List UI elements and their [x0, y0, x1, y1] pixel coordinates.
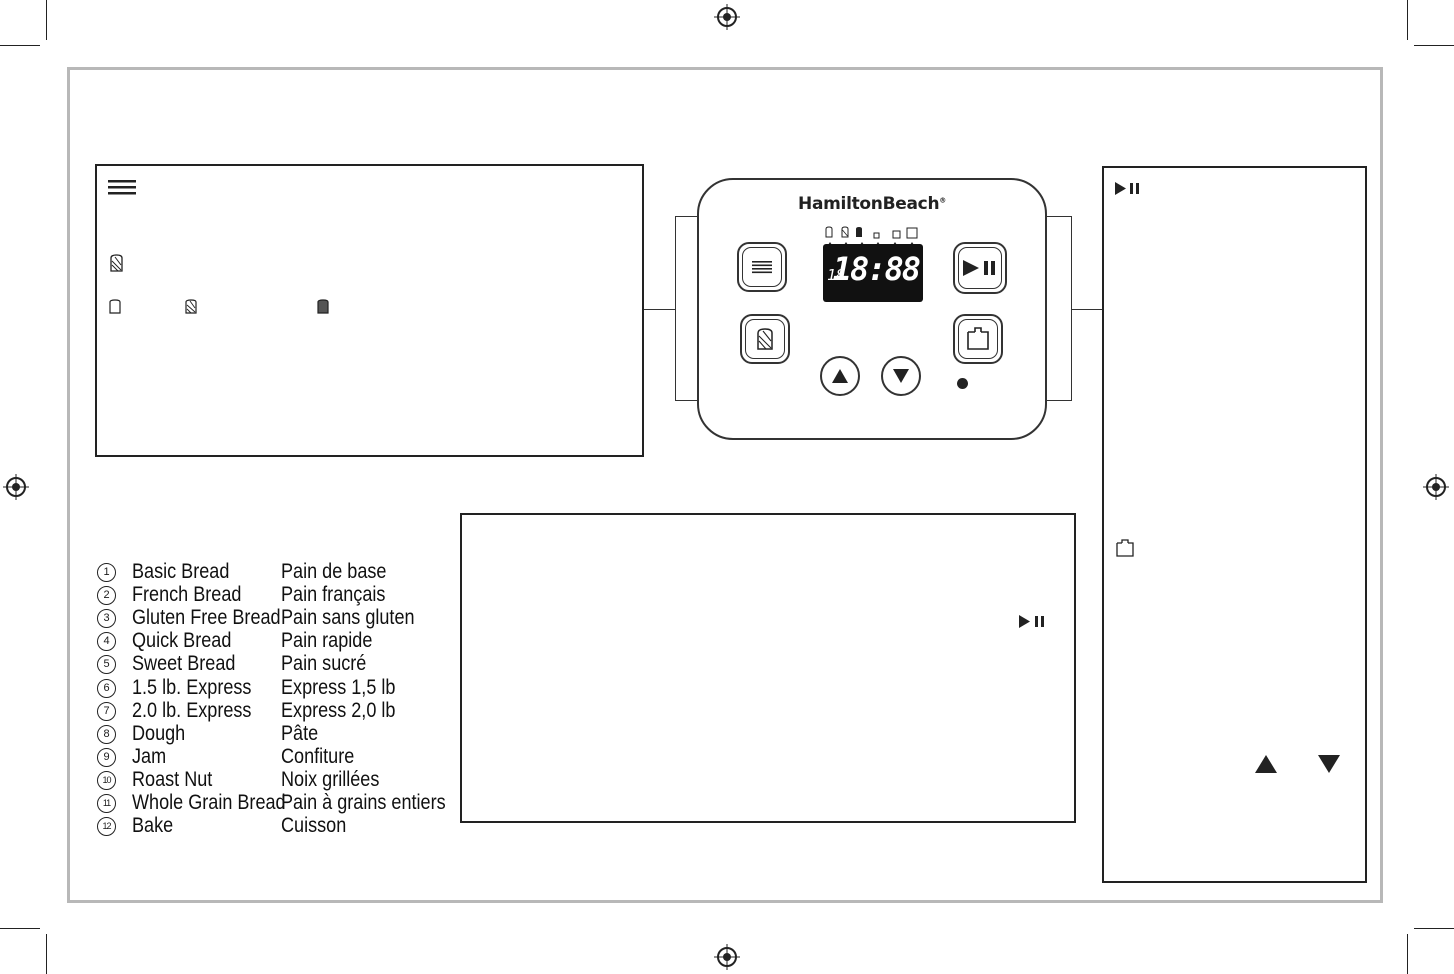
program-name-en: 1.5 lb. Express	[132, 675, 252, 699]
registration-mark-icon	[1423, 474, 1449, 500]
up-arrow-icon	[1255, 755, 1277, 773]
crop-mark	[0, 928, 40, 929]
callout-line	[644, 309, 676, 310]
program-name-en: Whole Grain Bread	[132, 791, 286, 814]
down-arrow-icon	[893, 369, 909, 383]
callout-line	[1047, 216, 1072, 217]
page-frame	[67, 67, 1383, 903]
light-crust-icon	[109, 299, 121, 314]
crust-shade-icon	[110, 254, 123, 272]
up-button[interactable]	[820, 356, 860, 396]
crop-mark	[46, 934, 47, 974]
program-name-fr: Cuisson	[281, 814, 347, 838]
control-panel: HamiltonBeach® 18 18:88	[697, 178, 1047, 440]
up-arrow-icon	[832, 369, 848, 383]
lcd-display: 18 18:88	[823, 244, 923, 302]
program-name-en: Basic Bread	[132, 560, 230, 583]
medium-crust-icon	[185, 299, 197, 314]
registration-mark-icon	[714, 944, 740, 970]
loaf-size-icon	[1116, 539, 1134, 557]
program-number-readout: 18	[827, 266, 846, 284]
play-pause-icon	[963, 260, 995, 276]
callout-line	[1071, 216, 1072, 401]
time-readout: 18:88	[832, 250, 921, 288]
loaf-size-button[interactable]	[953, 314, 1003, 364]
start-loaf-description-box	[1102, 166, 1367, 883]
program-name-fr: Confiture	[281, 744, 355, 768]
delay-description-box	[460, 513, 1076, 823]
program-name-en: Gluten Free Bread	[132, 606, 281, 630]
program-name-en: Bake	[132, 814, 174, 838]
program-number: 6	[97, 678, 116, 698]
medium-loaf-icon	[892, 230, 901, 239]
crop-mark	[0, 45, 40, 46]
registration-mark-icon	[714, 4, 740, 30]
crop-mark	[1414, 928, 1454, 929]
crop-mark	[1407, 0, 1408, 40]
start-pause-button[interactable]	[953, 242, 1007, 294]
program-name-fr: Pain français	[281, 583, 386, 607]
program-name-en: 2.0 lb. Express	[132, 698, 252, 722]
light-crust-icon	[825, 226, 833, 238]
program-name-en: Roast Nut	[132, 767, 213, 791]
program-name-fr: Express 1,5 lb	[281, 675, 396, 699]
play-pause-icon	[1115, 182, 1139, 195]
indicator-light	[957, 378, 968, 389]
program-number: 3	[97, 609, 116, 629]
program-number: 2	[97, 586, 116, 606]
down-arrow-icon	[1318, 755, 1340, 773]
dark-crust-icon	[856, 227, 862, 237]
crust-shade-icon	[757, 328, 773, 350]
crust-button[interactable]	[740, 314, 790, 364]
callout-line	[675, 216, 697, 217]
program-name-fr: Pain à grains entiers	[281, 791, 446, 814]
program-name-en: Sweet Bread	[132, 652, 236, 676]
dark-crust-icon	[317, 299, 329, 314]
program-name-fr: Pain sans gluten	[281, 606, 415, 630]
crop-mark	[46, 0, 47, 40]
program-number: 11	[97, 794, 116, 813]
menu-icon	[108, 180, 136, 195]
program-name-fr: Pain sucré	[281, 652, 367, 676]
menu-description-box	[95, 164, 644, 457]
loaf-size-icon	[967, 327, 989, 350]
program-number: 4	[97, 632, 116, 652]
program-number: 9	[97, 747, 116, 767]
menu-button[interactable]	[737, 242, 787, 292]
program-number: 10	[97, 770, 116, 790]
brand-logo: HamiltonBeach®	[798, 194, 946, 214]
menu-icon	[752, 261, 772, 274]
program-number: 1	[97, 563, 116, 582]
crop-mark	[1414, 45, 1454, 46]
callout-line	[675, 216, 676, 401]
program-name-en: Quick Bread	[132, 629, 232, 653]
callout-line	[1071, 309, 1103, 310]
play-pause-icon	[1019, 615, 1044, 628]
small-loaf-icon	[873, 232, 880, 239]
program-name-en: Dough	[132, 721, 186, 745]
program-name-en: French Bread	[132, 583, 242, 607]
registration-mark-icon	[3, 474, 29, 500]
medium-crust-icon	[841, 226, 849, 238]
program-name-fr: Pain rapide	[281, 629, 373, 653]
callout-line	[675, 400, 697, 401]
program-name-fr: Express 2,0 lb	[281, 698, 396, 722]
program-name-fr: Noix grillées	[281, 767, 380, 791]
program-name-en: Jam	[132, 744, 167, 768]
down-button[interactable]	[881, 356, 921, 396]
program-number: 5	[97, 655, 116, 675]
program-name-fr: Pâte	[281, 721, 319, 745]
program-number: 7	[97, 701, 116, 721]
program-number: 8	[97, 724, 116, 744]
large-loaf-icon	[906, 227, 918, 239]
callout-line	[1047, 400, 1072, 401]
crop-mark	[1407, 934, 1408, 974]
program-number: 12	[97, 817, 116, 837]
program-name-fr: Pain de base	[281, 560, 387, 583]
